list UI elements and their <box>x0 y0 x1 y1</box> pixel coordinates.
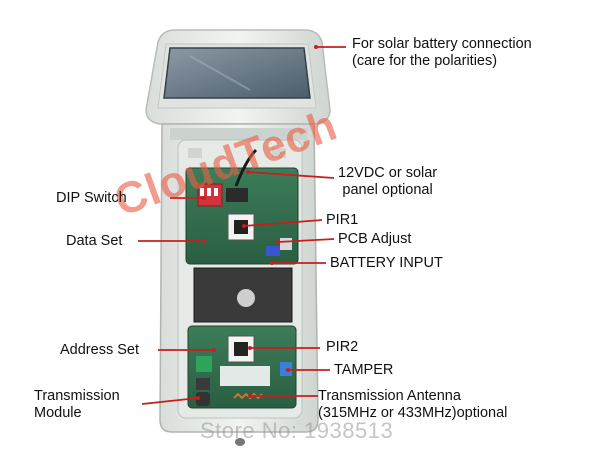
label-12vdc-line1: 12VDC or solar <box>338 165 438 181</box>
label-module-line2: Module <box>34 405 82 421</box>
label-solar-battery-connection: For solar battery connection (care for t… <box>352 36 532 70</box>
label-pcb-adjust: PCB Adjust <box>338 231 412 247</box>
label-12vdc: 12VDC or solar panel optional <box>338 165 437 199</box>
label-module-line1: Transmission <box>34 388 120 404</box>
label-pir2: PIR2 <box>326 339 359 355</box>
label-address-set: Address Set <box>60 342 139 358</box>
label-12vdc-line2: panel optional <box>342 182 433 198</box>
solar-panel <box>163 47 311 99</box>
label-transmission-module: Transmission Module <box>34 388 120 422</box>
label-antenna-line2: (315MHz or 433MHz)optional <box>318 405 508 421</box>
label-battery-input: BATTERY INPUT <box>330 255 443 271</box>
label-solar-line1: For solar battery connection <box>352 36 532 52</box>
main-pcb <box>185 148 299 265</box>
leader-lines <box>138 46 346 405</box>
leader-12vdc <box>247 171 335 179</box>
label-tamper: TAMPER <box>334 362 394 378</box>
label-dip-switch: DIP Switch <box>56 190 127 206</box>
label-pir1: PIR1 <box>326 212 359 228</box>
label-antenna-line1: Transmission Antenna <box>318 388 461 404</box>
label-solar-line2: (care for the polarities) <box>352 53 498 69</box>
battery-pack <box>193 267 293 323</box>
store-watermark: Store No: 1938513 <box>200 418 394 443</box>
label-data-set: Data Set <box>66 233 123 249</box>
leader-pcb-adjust <box>277 238 335 243</box>
leader-dots <box>196 45 318 400</box>
leader-module <box>141 397 199 405</box>
leader-pir1 <box>243 219 323 227</box>
label-transmission-antenna: Transmission Antenna (315MHz or 433MHz)o… <box>318 388 507 422</box>
